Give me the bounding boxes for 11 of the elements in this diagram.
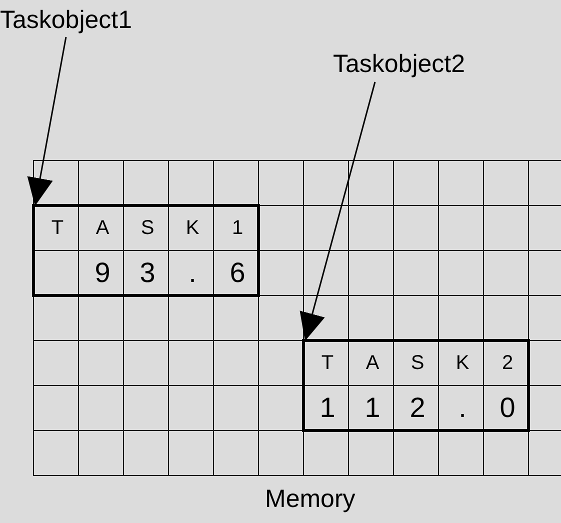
- object-label: Taskobject1: [0, 8, 132, 33]
- memory-record: [32, 204, 260, 297]
- leader-arrow: [300, 82, 376, 342]
- record-name: T A S K 2: [320, 352, 514, 372]
- object-label: Taskobject2: [333, 52, 466, 77]
- leader-arrow: [27, 36, 67, 206]
- memory-caption: Memory: [265, 487, 356, 512]
- record-value: 1 1 2 . 0: [318, 394, 516, 422]
- memory-record: [302, 339, 530, 432]
- record-name: T A S K 1: [50, 218, 244, 238]
- record-value: 9 3 . 6: [94, 258, 246, 286]
